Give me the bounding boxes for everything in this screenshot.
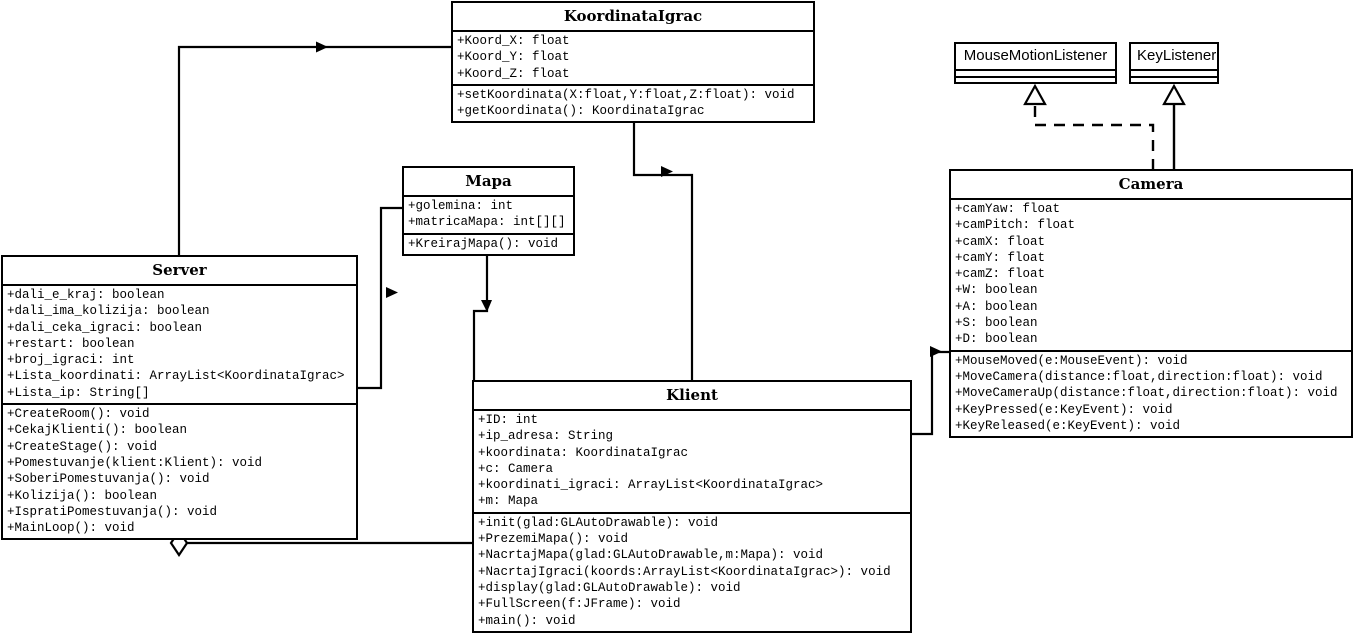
interface-attributes-compartment — [956, 71, 1115, 78]
attribute-row: +camY: float — [955, 250, 1046, 265]
operation-row: +init(glad:GLAutoDrawable): void — [478, 515, 719, 530]
operation-row: +IspratiPomestuvanja(): void — [7, 504, 218, 519]
operation-row: +CekajKlienti(): boolean — [7, 423, 188, 438]
operation-row: +NacrtajMapa(glad:GLAutoDrawable,m:Mapa)… — [478, 548, 824, 563]
attribute-row: +ID: int — [478, 413, 539, 427]
attributes-compartment: +Koord_X: float +Koord_Y: float +Koord_Z… — [453, 32, 813, 86]
operation-row: +KreirajMapa(): void — [408, 236, 559, 251]
attribute-row: +camX: float — [955, 234, 1046, 249]
attributes-compartment: +camYaw: float +camPitch: float +camX: f… — [951, 200, 1351, 352]
edge-camera-implements-mousemotionlistener — [1023, 83, 1155, 170]
class-box-klient[interactable]: Klient +ID: int +ip_adresa: String +koor… — [472, 380, 912, 633]
operation-row: +display(glad:GLAutoDrawable): void — [478, 580, 741, 595]
attribute-row: +camYaw: float — [955, 202, 1061, 216]
edge-camera-implements-keylistener — [1162, 83, 1186, 170]
operation-row: +Pomestuvanje(klient:Klient): void — [7, 455, 263, 470]
operation-row: +PrezemiMapa(): void — [478, 532, 629, 547]
interface-box-keylistener[interactable]: KeyListener — [1129, 42, 1219, 84]
attribute-row: +matricaMapa: int[][] — [408, 215, 566, 230]
operation-row: +SoberiPomestuvanja(): void — [7, 472, 210, 487]
class-box-camera[interactable]: Camera +camYaw: float +camPitch: float +… — [949, 169, 1353, 439]
edge-klient-to-camera — [912, 346, 950, 436]
attribute-row: +golemina: int — [408, 199, 514, 213]
operation-row: +MoveCamera(distance:float,direction:flo… — [955, 369, 1323, 384]
edge-koordinataigrac-to-klient — [632, 120, 694, 381]
edge-mapa-to-klient — [472, 250, 492, 381]
operation-row: +Kolizija(): boolean — [7, 488, 158, 503]
class-box-mapa[interactable]: Mapa +golemina: int +matricaMapa: int[][… — [402, 166, 575, 256]
operations-compartment: +CreateRoom(): void +CekajKlienti(): boo… — [3, 405, 356, 538]
operations-compartment: +init(glad:GLAutoDrawable): void +Prezem… — [474, 514, 910, 631]
operation-row: +main(): void — [478, 613, 576, 628]
operations-compartment: +setKoordinata(X:float,Y:float,Z:float):… — [453, 86, 813, 122]
operation-row: +MainLoop(): void — [7, 521, 135, 536]
attribute-row: +restart: boolean — [7, 336, 135, 351]
operation-row: +getKoordinata(): KoordinataIgrac — [457, 104, 705, 119]
attribute-row: +dali_ceka_igraci: boolean — [7, 320, 203, 335]
operation-row: +FullScreen(f:JFrame): void — [478, 597, 681, 612]
operation-row: +MouseMoved(e:MouseEvent): void — [955, 353, 1188, 368]
class-box-server[interactable]: Server +dali_e_kraj: boolean +dali_ima_k… — [1, 255, 358, 541]
operations-compartment: +KreirajMapa(): void — [404, 235, 573, 254]
attribute-row: +A: boolean — [955, 299, 1038, 314]
attribute-row: +Lista_ip: String[] — [7, 385, 150, 400]
attribute-row: +Koord_X: float — [457, 34, 570, 48]
attribute-row: +koordinati_igraci: ArrayList<Koordinata… — [478, 478, 824, 493]
interface-title: KeyListener — [1131, 44, 1217, 71]
attribute-row: +S: boolean — [955, 316, 1038, 331]
attribute-row: +Lista_koordinati: ArrayList<KoordinataI… — [7, 369, 345, 384]
attribute-row: +broj_igraci: int — [7, 353, 135, 368]
attribute-row: +Koord_Z: float — [457, 66, 570, 81]
attribute-row: +dali_ima_kolizija: boolean — [7, 304, 210, 319]
interface-box-mousemotionlistener[interactable]: MouseMotionListener — [954, 42, 1117, 84]
attribute-row: +dali_e_kraj: boolean — [7, 288, 165, 302]
operation-row: +KeyPressed(e:KeyEvent): void — [955, 402, 1173, 417]
class-title: Mapa — [404, 168, 573, 197]
class-title: Camera — [951, 171, 1351, 200]
attribute-row: +ip_adresa: String — [478, 429, 614, 444]
attributes-compartment: +golemina: int +matricaMapa: int[][] — [404, 197, 573, 235]
operation-row: +NacrtajIgraci(koords:ArrayList<Koordina… — [478, 564, 891, 579]
interface-operations-compartment — [956, 78, 1115, 82]
attribute-row: +camPitch: float — [955, 218, 1076, 233]
attribute-row: +Koord_Y: float — [457, 50, 570, 65]
operation-row: +CreateRoom(): void — [7, 407, 150, 422]
edge-server-to-mapa — [358, 206, 403, 390]
attribute-row: +koordinata: KoordinataIgrac — [478, 445, 689, 460]
operation-row: +CreateStage(): void — [7, 439, 158, 454]
attribute-row: +c: Camera — [478, 461, 554, 476]
attributes-compartment: +dali_e_kraj: boolean +dali_ima_kolizija… — [3, 286, 356, 406]
operation-row: +setKoordinata(X:float,Y:float,Z:float):… — [457, 87, 795, 102]
interface-title: MouseMotionListener — [956, 44, 1115, 71]
class-box-koordinataigrac[interactable]: KoordinataIgrac +Koord_X: float +Koord_Y… — [451, 1, 815, 124]
attribute-row: +camZ: float — [955, 267, 1046, 282]
operation-row: +MoveCameraUp(distance:float,direction:f… — [955, 386, 1338, 401]
class-title: Klient — [474, 382, 910, 411]
attribute-row: +m: Mapa — [478, 494, 539, 509]
class-title: KoordinataIgrac — [453, 3, 813, 32]
interface-attributes-compartment — [1131, 71, 1217, 78]
attribute-row: +W: boolean — [955, 283, 1038, 298]
attribute-row: +D: boolean — [955, 332, 1038, 347]
operation-row: +KeyReleased(e:KeyEvent): void — [955, 418, 1181, 433]
class-title: Server — [3, 257, 356, 286]
interface-operations-compartment — [1131, 78, 1217, 82]
attributes-compartment: +ID: int +ip_adresa: String +koordinata:… — [474, 411, 910, 514]
operations-compartment: +MouseMoved(e:MouseEvent): void +MoveCam… — [951, 352, 1351, 436]
